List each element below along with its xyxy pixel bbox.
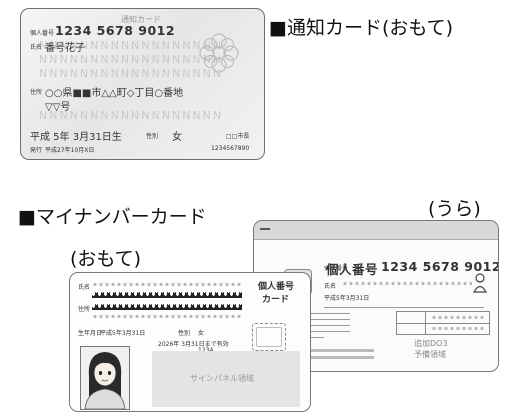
barcode-strip [264, 349, 374, 352]
notification-card-image: NNNNNNNNNNNNNNNNNN NNNNNNNNNNNNNNNNNN NN… [20, 8, 265, 160]
sex-value: 女 [172, 132, 182, 143]
divider [324, 307, 484, 308]
person-icon [472, 273, 488, 293]
back-birth: 平成5年3月31日 [324, 295, 370, 302]
address-label: 住所 [30, 89, 43, 96]
back-number-label: 個人番号 [324, 265, 349, 272]
back-personal-number-label: 個人番号 [326, 262, 379, 277]
serial-number: 1234567890 [211, 145, 250, 152]
front-name-kana [92, 291, 242, 298]
security-emblem [252, 323, 286, 351]
issuer: □□市長 [226, 133, 250, 140]
front-address-label: 住所 [78, 306, 91, 313]
holder-name: 番号花子 [45, 43, 85, 54]
back-side-label: (うら) [428, 198, 481, 220]
front-birth: 平成5年3月31日 [100, 330, 146, 337]
magnetic-stripe [254, 221, 498, 240]
front-address-value [92, 303, 242, 310]
sex-label: 性別 [146, 133, 159, 140]
front-name-label: 氏名 [78, 284, 91, 291]
front-expiry: 2026年 3月31日まで有効 [158, 341, 229, 348]
card-title: 通知カード [121, 15, 161, 24]
front-name-placeholder [92, 282, 242, 287]
badge-line-2: カード [262, 295, 290, 305]
front-issuer-code: 1234 [198, 347, 213, 354]
signature-panel: サインパネル領域 [152, 351, 300, 407]
mynumber-card-heading: ■マイナンバーカード [18, 206, 207, 228]
badge-line-1: 個人番号 [258, 282, 295, 292]
front-sex-label: 性別 [178, 330, 191, 337]
photo-icon [80, 346, 130, 410]
address-line-2: ▽▽号 [45, 102, 71, 113]
back-name-placeholder [342, 281, 472, 286]
back-personal-number: 1234 5678 9012 [381, 259, 499, 274]
card-watermark: NNNNNNNNNNNNNNNNNN [39, 67, 224, 80]
card-watermark: NNNNNNNNNNNNNNNNNN [39, 109, 224, 122]
number-label: 個人番号 [30, 30, 55, 37]
front-side-label: (おもて) [70, 248, 142, 270]
issued-date: 平成27年10月X日 [45, 147, 95, 154]
signature-panel-label: サインパネル領域 [190, 374, 254, 383]
front-address-placeholder [92, 314, 242, 319]
front-birth-label: 生年月日 [78, 330, 103, 337]
hologram-icon [256, 327, 282, 347]
mynumber-card-front-image: 氏名 住所 個人番号 カード 生年月日 平成5年3月31日 性別 女 2026年… [69, 272, 311, 412]
notification-card-heading: ■通知カード(おもて) [269, 17, 454, 39]
notes-table [396, 311, 490, 335]
issued-label: 発行 [30, 147, 43, 154]
notes-subtitle: 予備領域 [414, 350, 446, 359]
barcode-strip [264, 356, 374, 359]
card-watermark: NNNNNNNNNNNNNNNNNN [39, 39, 224, 52]
flower-emblem-icon [199, 33, 239, 73]
front-sex: 女 [198, 330, 205, 337]
personal-number: 1234 5678 9012 [55, 23, 176, 38]
notes-title: 追加DO3 [414, 339, 448, 348]
birth-date: 平成 5年 3月31日生 [30, 132, 122, 143]
orientation-mark [260, 228, 270, 230]
address-line-1: ○○県■■市△△町◇丁目○番地 [45, 88, 184, 99]
back-name-label: 氏名 [324, 283, 337, 290]
name-label: 氏名 [30, 44, 43, 51]
card-watermark: NNNNNNNNNNNNNNNNNN [39, 53, 224, 66]
